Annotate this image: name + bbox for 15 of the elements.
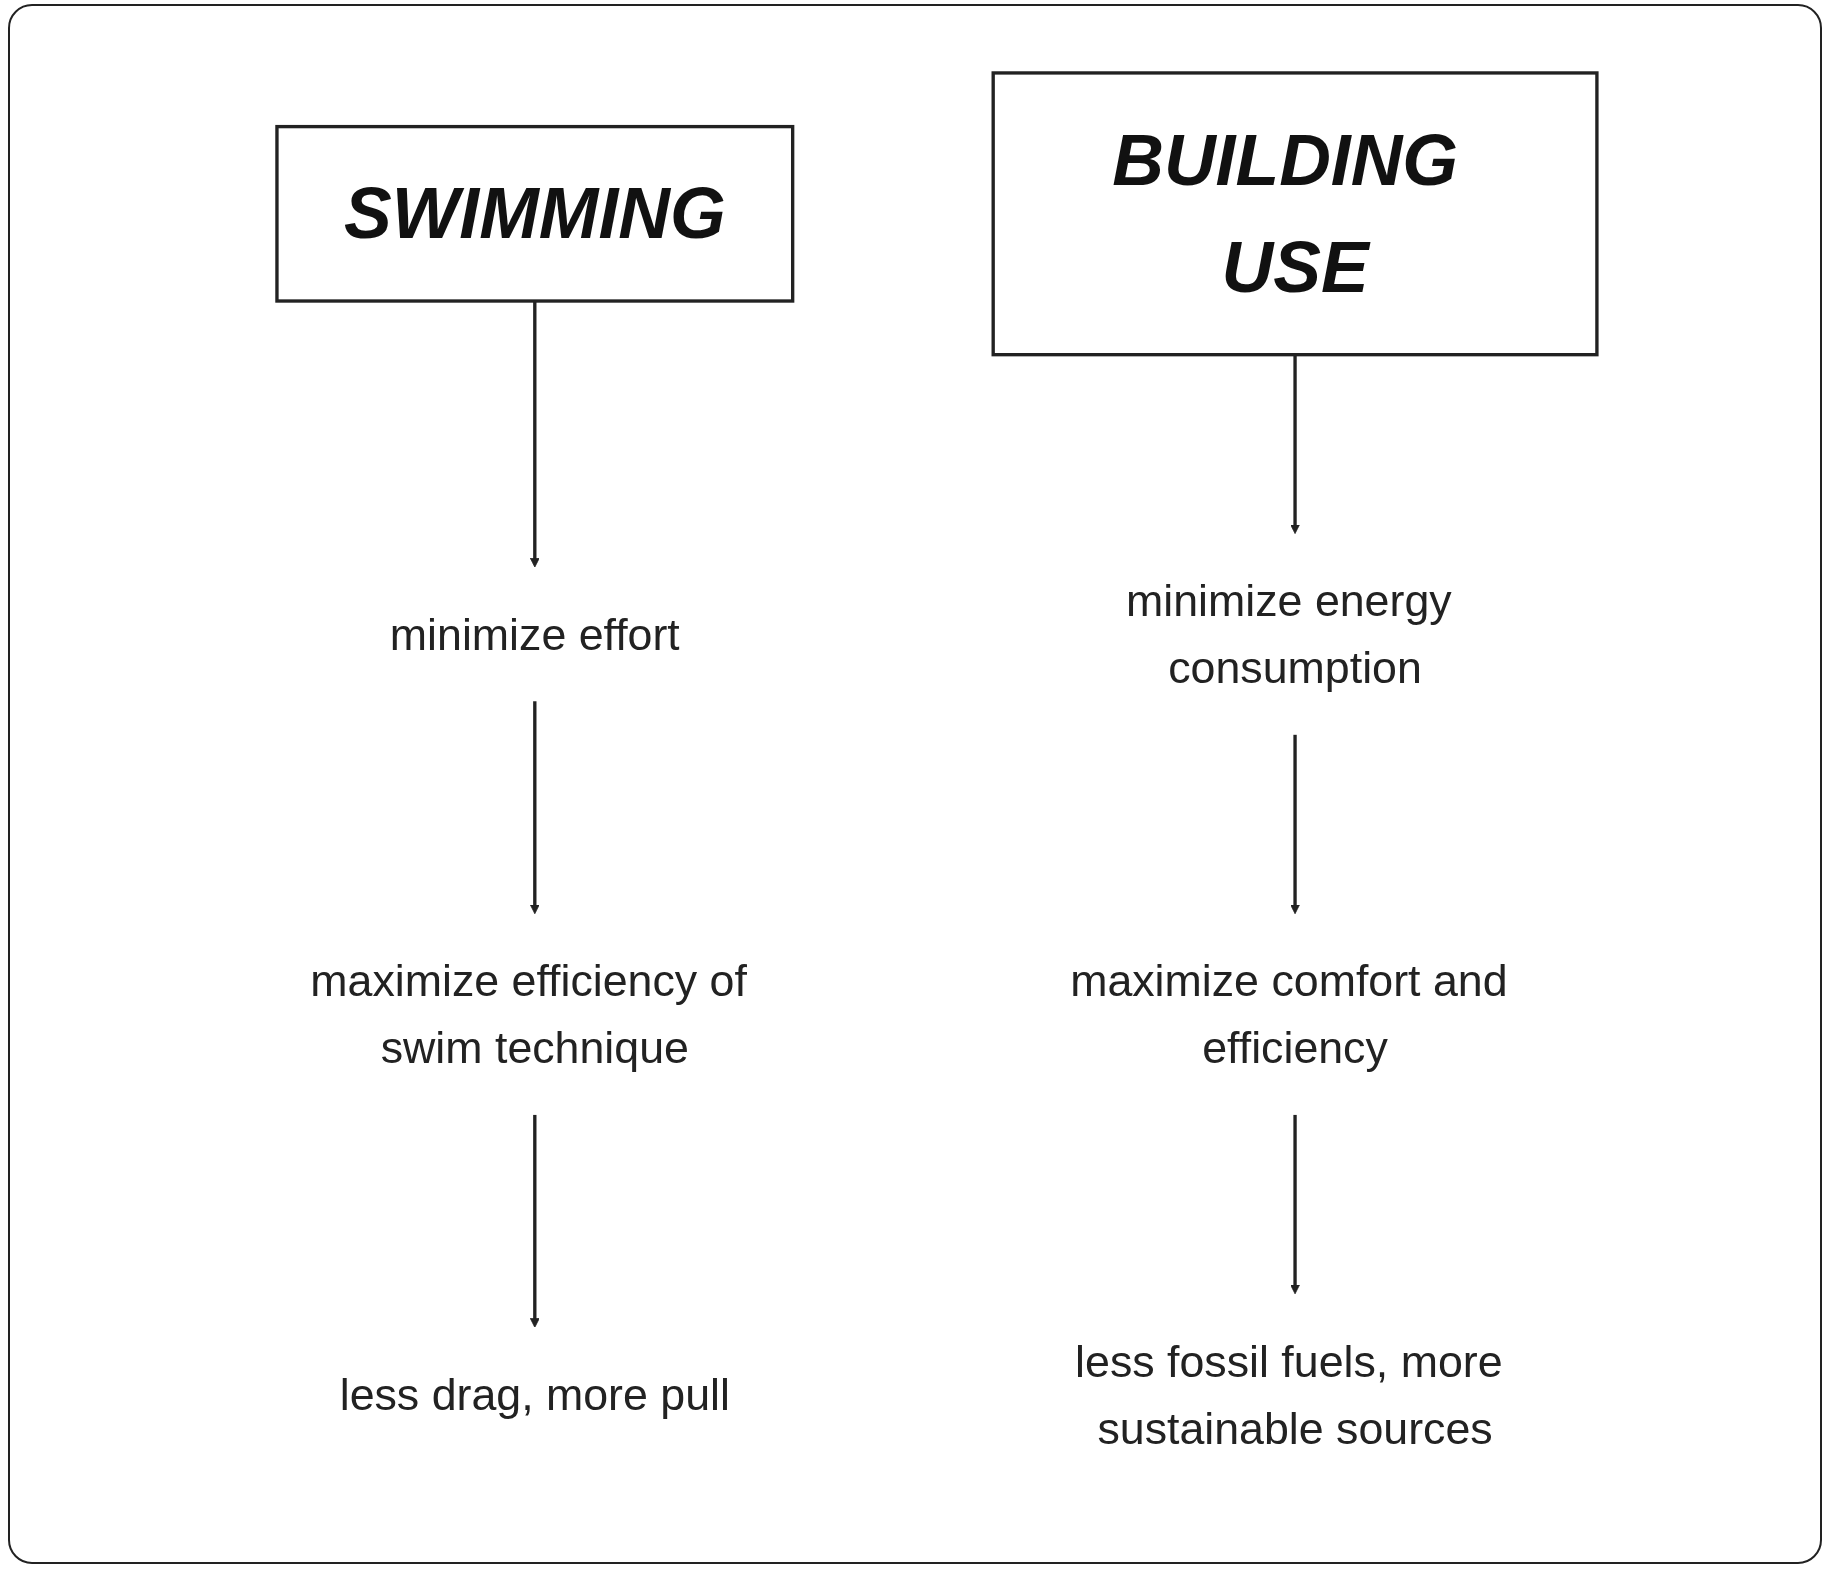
node-box — [991, 71, 1599, 357]
node-box — [275, 124, 795, 303]
node-text: maximize efficiency of swim technique — [310, 956, 747, 1073]
arrow — [529, 701, 540, 915]
node-text: maximize comfort and efficiency — [1070, 956, 1508, 1073]
node-text: minimize energy consumption — [1126, 576, 1452, 693]
arrow — [1290, 734, 1301, 915]
node-text: minimize effort — [389, 609, 680, 659]
arrow — [529, 301, 540, 568]
arrow — [529, 1114, 540, 1328]
diagram-frame: SWIMMING minimize effort maximize efficiency of swim technique less drag, more pull BUILDING USE minimize energy consumption maximize comfort and efficiency less fossil fuels, more sustainable sources — [8, 4, 1822, 1564]
arrow — [1290, 1114, 1301, 1295]
node-text: less fossil fuels, more sustainable sources — [1075, 1336, 1503, 1453]
node-text: less drag, more pull — [339, 1369, 730, 1420]
arrow — [1290, 354, 1301, 534]
